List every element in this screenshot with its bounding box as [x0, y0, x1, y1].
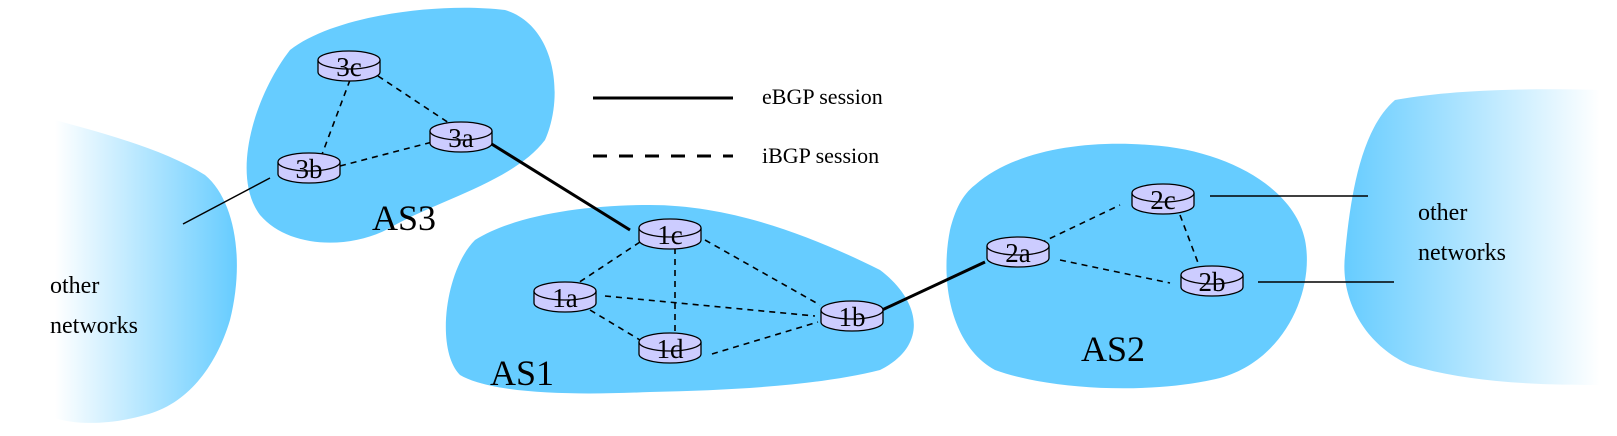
router-2b: 2b — [1180, 265, 1244, 297]
ibgp-1c-1b — [704, 239, 821, 306]
router-2b-label: 2b — [1199, 267, 1226, 297]
other-networks-left-cloud — [55, 120, 237, 423]
router-2a-label: 2a — [1005, 238, 1031, 268]
ibgp-1a-1b — [604, 295, 816, 317]
ebgp-3a-1c — [489, 141, 631, 232]
as1-cloud — [445, 205, 914, 394]
ebgp-sessions — [489, 141, 986, 312]
other-networks-left-line1: other — [50, 273, 99, 299]
ibgp-2a-2b — [1059, 259, 1171, 284]
ibgp-1c-1a — [574, 241, 641, 286]
other-networks-left-line2: networks — [50, 313, 138, 339]
as2-label: AS2 — [1081, 329, 1145, 369]
ibgp-1a-1d — [589, 309, 641, 341]
legend-ibgp-label: iBGP session — [762, 143, 879, 168]
router-2c: 2c — [1131, 183, 1195, 215]
legend-ebgp-label: eBGP session — [762, 84, 883, 109]
link-3b-other-networks — [182, 177, 271, 225]
other-networks-right-line1: other — [1418, 200, 1467, 226]
router-2a: 2a — [986, 236, 1050, 268]
other-networks-right-line2: networks — [1418, 240, 1506, 266]
router-1c-label: 1c — [657, 220, 683, 250]
router-2c-label: 2c — [1150, 185, 1176, 215]
ibgp-1d-1b — [711, 321, 819, 355]
as2-cloud — [946, 143, 1307, 389]
router-1a-label: 1a — [552, 283, 578, 313]
as3-label: AS3 — [372, 198, 436, 238]
router-1d-label: 1d — [657, 334, 685, 364]
external-links — [182, 177, 1394, 283]
router-1b-label: 1b — [839, 302, 866, 332]
other-networks-right-cloud — [1344, 89, 1600, 385]
router-3a-label: 3a — [448, 123, 474, 153]
legend: eBGP session iBGP session — [593, 84, 883, 168]
router-3a: 3a — [429, 121, 493, 153]
ibgp-3c-3a — [377, 75, 456, 128]
as1-label: AS1 — [490, 353, 554, 393]
router-3b-label: 3b — [296, 154, 323, 184]
router-1a: 1a — [533, 281, 597, 313]
ebgp-1b-2a — [881, 260, 986, 312]
ibgp-3c-3b — [317, 79, 351, 166]
ibgp-2c-2b — [1179, 214, 1201, 269]
router-3c: 3c — [317, 50, 381, 82]
router-1d: 1d — [638, 332, 702, 364]
router-3c-label: 3c — [336, 52, 362, 82]
router-1b: 1b — [820, 300, 884, 332]
router-3b: 3b — [277, 152, 341, 184]
router-1c: 1c — [638, 218, 702, 250]
